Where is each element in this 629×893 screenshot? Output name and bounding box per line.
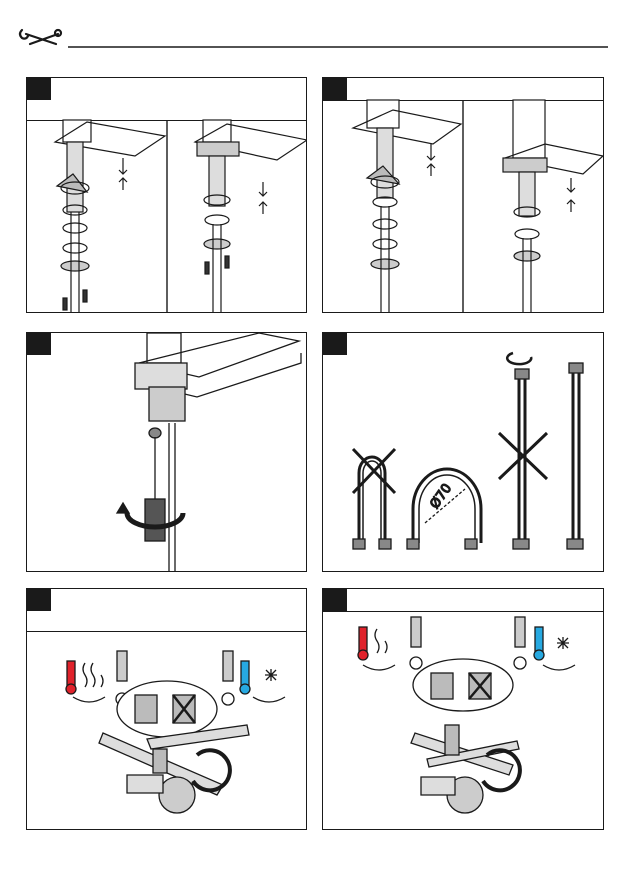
step-panel-2 (322, 77, 604, 313)
cold-thermometer-bulb (240, 684, 250, 694)
hot-thermometer-icon (67, 661, 75, 687)
wrench-connection-illustration (27, 589, 307, 830)
tools-icon (0, 0, 629, 60)
mounting-illustration (27, 78, 307, 313)
screwdriver-illustration (27, 333, 307, 572)
snowflake-icon (265, 669, 277, 681)
snowflake-icon (557, 637, 569, 649)
step-panel-6 (322, 588, 604, 830)
step-panel-4: Ø70 (322, 332, 604, 572)
bend-diameter-label: Ø70 (428, 481, 456, 512)
step-panel-5 (26, 588, 307, 830)
hose-bending-illustration: Ø70 (323, 333, 604, 572)
hot-thermometer-icon (359, 627, 367, 653)
cold-thermometer-icon (535, 627, 543, 653)
cold-thermometer-bulb (534, 650, 544, 660)
cold-thermometer-icon (241, 661, 249, 687)
page-header (0, 0, 629, 60)
hot-thermometer-bulb (66, 684, 76, 694)
wrench-connection-illustration-alt (323, 589, 604, 830)
hot-thermometer-bulb (358, 650, 368, 660)
step-panel-3 (26, 332, 307, 572)
mounting-illustration-alt (323, 78, 604, 313)
step-panel-1 (26, 77, 307, 313)
